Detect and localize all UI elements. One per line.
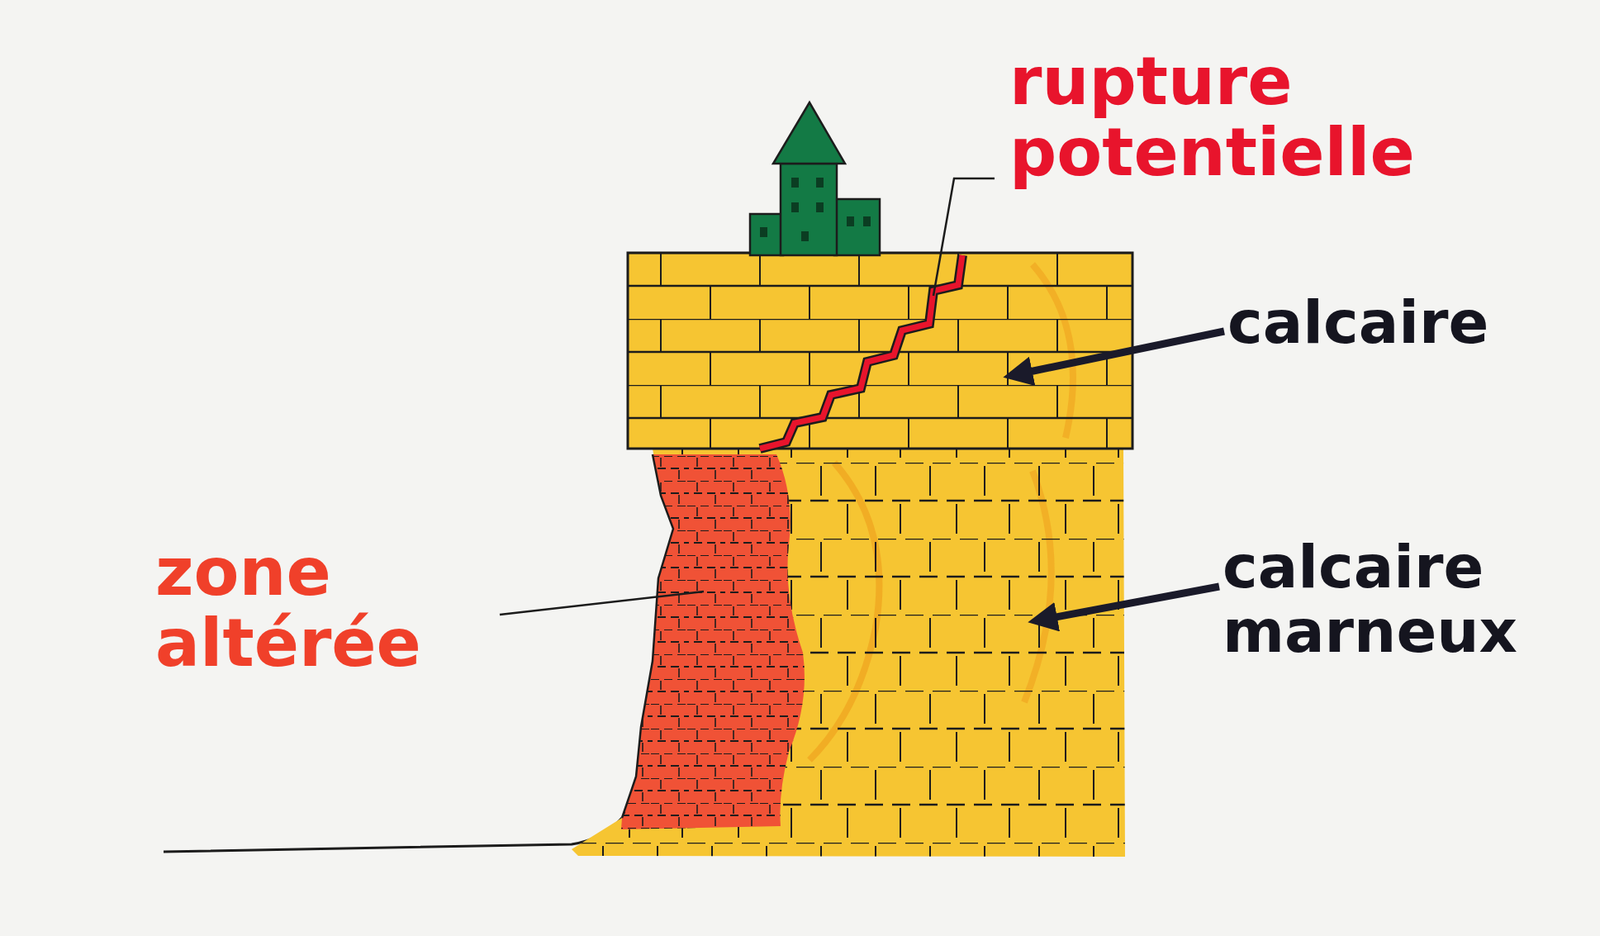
castle-building	[750, 102, 880, 256]
layer-label: calcaire	[1227, 290, 1575, 356]
weathered-zone	[621, 454, 805, 830]
ground-line	[163, 817, 622, 852]
zone-label: zone altérée	[155, 536, 511, 680]
pointer-arrow	[1017, 331, 1225, 375]
rupture-label: rupture potentielle	[1009, 46, 1506, 190]
pointer-arrow	[1042, 586, 1220, 620]
layer-label: calcaire marneux	[1222, 535, 1570, 665]
limestone-layer	[627, 252, 1133, 449]
marly-limestone-layer	[571, 448, 1126, 857]
leader-line	[499, 591, 704, 615]
rupture-crack	[759, 255, 963, 449]
leader-line	[933, 178, 995, 296]
